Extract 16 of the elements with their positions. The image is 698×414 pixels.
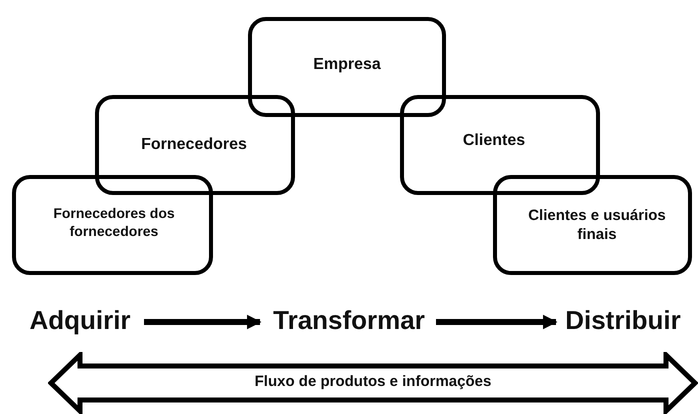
arrow — [436, 314, 558, 330]
arrow — [144, 314, 262, 330]
box-label: Empresa — [312, 55, 382, 75]
box-label: Clientes — [462, 131, 526, 151]
company-box — [248, 17, 446, 117]
flow-label: Fluxo de produtos e informações — [254, 373, 492, 392]
box-label: Fornecedores dos fornecedores — [52, 205, 176, 240]
stage-label: Transformar — [272, 304, 426, 337]
box-label: Fornecedores — [140, 135, 248, 155]
stage-label: Adquirir — [28, 304, 132, 337]
customer-box — [493, 175, 692, 275]
stage-label: Distribuir — [564, 304, 682, 337]
supplier-box — [95, 95, 295, 195]
supplier-box — [12, 175, 213, 275]
box-label: Clientes e usuários finais — [527, 207, 667, 244]
customer-box — [400, 95, 600, 195]
